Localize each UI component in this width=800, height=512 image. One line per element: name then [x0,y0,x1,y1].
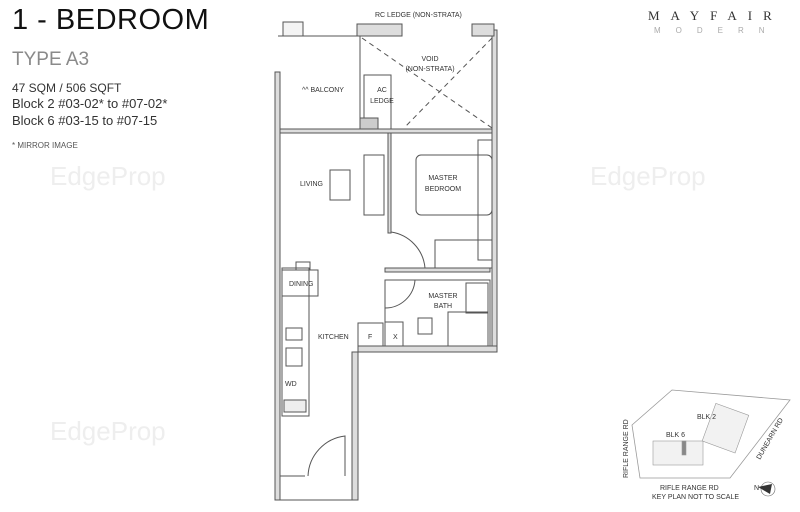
balcony-label: ^^ BALCONY [302,87,344,94]
wall-right [491,29,498,353]
north-arrow-icon [758,484,772,494]
master-bath-label-sub: BATH [434,303,452,310]
rc-ledge-label: RC LEDGE (NON-STRATA) [375,12,462,19]
void-label-sub: (NON-STRATA) [405,66,454,73]
watermark: EdgeProp [50,416,166,446]
watermark: EdgeProp [590,161,706,191]
ledge-wall [356,23,403,37]
wall-step [351,345,498,501]
logo-line2: MODERN [654,26,780,35]
road-bottom-label: RIFLE RANGE RD [660,485,719,492]
watermark: EdgeProp [50,161,166,191]
unit-area: 47 SQM / 506 SQFT [12,81,122,95]
logo-line1: MAYFAIR [648,8,783,23]
watermarks: EdgeProp EdgeProp EdgeProp [50,161,706,446]
page-title: 1 - BEDROOM [12,4,210,36]
north-label: N [754,485,759,492]
master-bedroom-label: MASTER [428,175,457,182]
wd-label: WD [285,381,297,388]
void-label: VOID [421,56,438,63]
ac-ledge-label-sub: LEDGE [370,98,394,105]
mirror-note: * MIRROR IMAGE [12,141,78,150]
fridge-label: F [368,334,372,341]
ac-ledge-label: AC [377,87,387,94]
key-plan-caption: KEY PLAN NOT TO SCALE [652,494,739,501]
key-plan: BLK 2 BLK 6 RIFLE RANGE RD RIFLE RANGE R… [623,389,791,501]
block-range: Block 2 #03-02* to #07-02* [12,96,168,111]
blk2-label: BLK 2 [697,414,716,421]
road-left-label: RIFLE RANGE RD [623,419,630,478]
ledge-wall [471,23,495,37]
washer-label: X [393,334,398,341]
wall-left [274,71,281,501]
unit-type: TYPE A3 [12,49,90,70]
blk6-label: BLK 6 [666,432,685,439]
room-labels: RC LEDGE (NON-STRATA) VOID (NON-STRATA) … [285,12,462,388]
block-range: Block 6 #03-15 to #07-15 [12,113,158,128]
master-bedroom-label-sub: BEDROOM [425,186,461,193]
rc-ledge [282,21,304,37]
living-label: LIVING [300,181,323,188]
north-arrow-icon [760,481,776,497]
dining-label: DINING [289,281,314,288]
kitchen-label: KITCHEN [318,334,349,341]
master-bath-label: MASTER [428,293,457,300]
